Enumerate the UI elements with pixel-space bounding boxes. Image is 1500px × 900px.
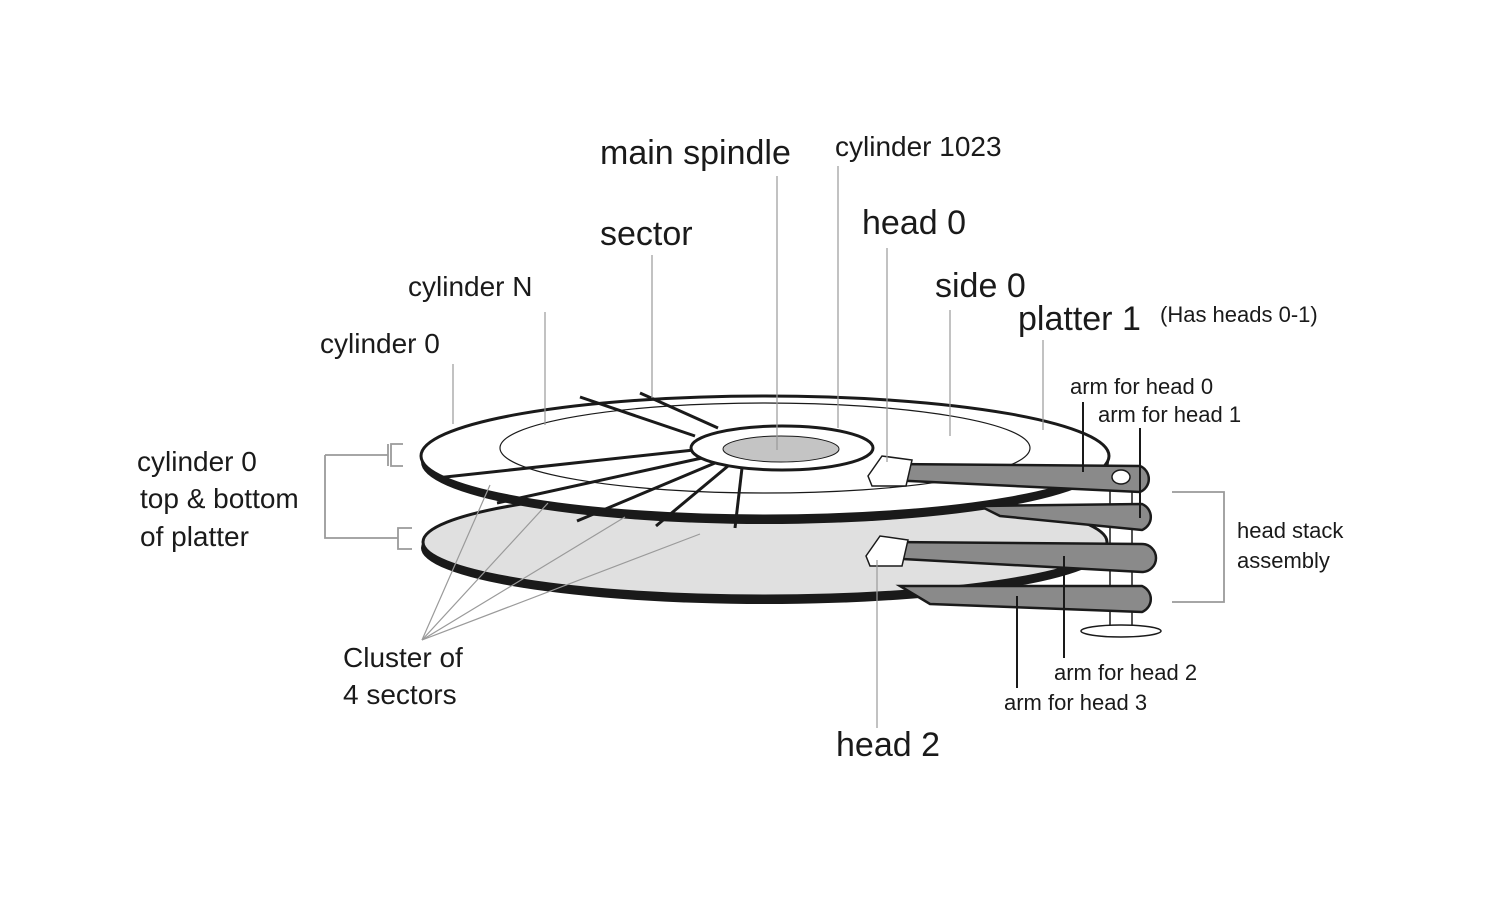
label-arm-head-3: arm for head 3 (1004, 690, 1147, 715)
label-cylinder-0-top-bottom-3: of platter (140, 521, 249, 552)
label-arm-head-0: arm for head 0 (1070, 374, 1213, 399)
label-main-spindle: main spindle (600, 134, 791, 172)
label-head-2: head 2 (836, 726, 940, 764)
label-sector: sector (600, 215, 693, 253)
label-cylinder-0-top-bottom-2: top & bottom (140, 483, 299, 514)
label-cluster-1: Cluster of (343, 642, 463, 673)
label-head-stack-1: head stack (1237, 518, 1344, 543)
head-stack-bracket (1172, 491, 1225, 603)
label-cylinder-0: cylinder 0 (320, 328, 440, 359)
arm-head-1 (979, 502, 1152, 532)
label-cylinder-n: cylinder N (408, 271, 532, 302)
label-platter-1-note: (Has heads 0-1) (1160, 302, 1318, 327)
label-arm-head-1: arm for head 1 (1098, 402, 1241, 427)
label-platter-1: platter 1 (1018, 300, 1141, 338)
label-arm-head-2: arm for head 2 (1054, 660, 1197, 685)
label-cylinder-1023: cylinder 1023 (835, 131, 1002, 162)
arm-head-2 (865, 535, 1158, 574)
leader-lines (421, 166, 1141, 728)
arm-head-3 (895, 584, 1152, 614)
label-cluster-2: 4 sectors (343, 679, 457, 710)
label-cylinder-0-top-bottom-1: cylinder 0 (137, 446, 257, 477)
label-head-stack-2: assembly (1237, 548, 1330, 573)
label-side-0: side 0 (935, 267, 1026, 305)
label-head-0: head 0 (862, 204, 966, 242)
cylinder-0-bracket (324, 443, 412, 550)
labels: main spindle cylinder 1023 sector head 0… (137, 131, 1344, 764)
upper-platter (419, 391, 1111, 529)
